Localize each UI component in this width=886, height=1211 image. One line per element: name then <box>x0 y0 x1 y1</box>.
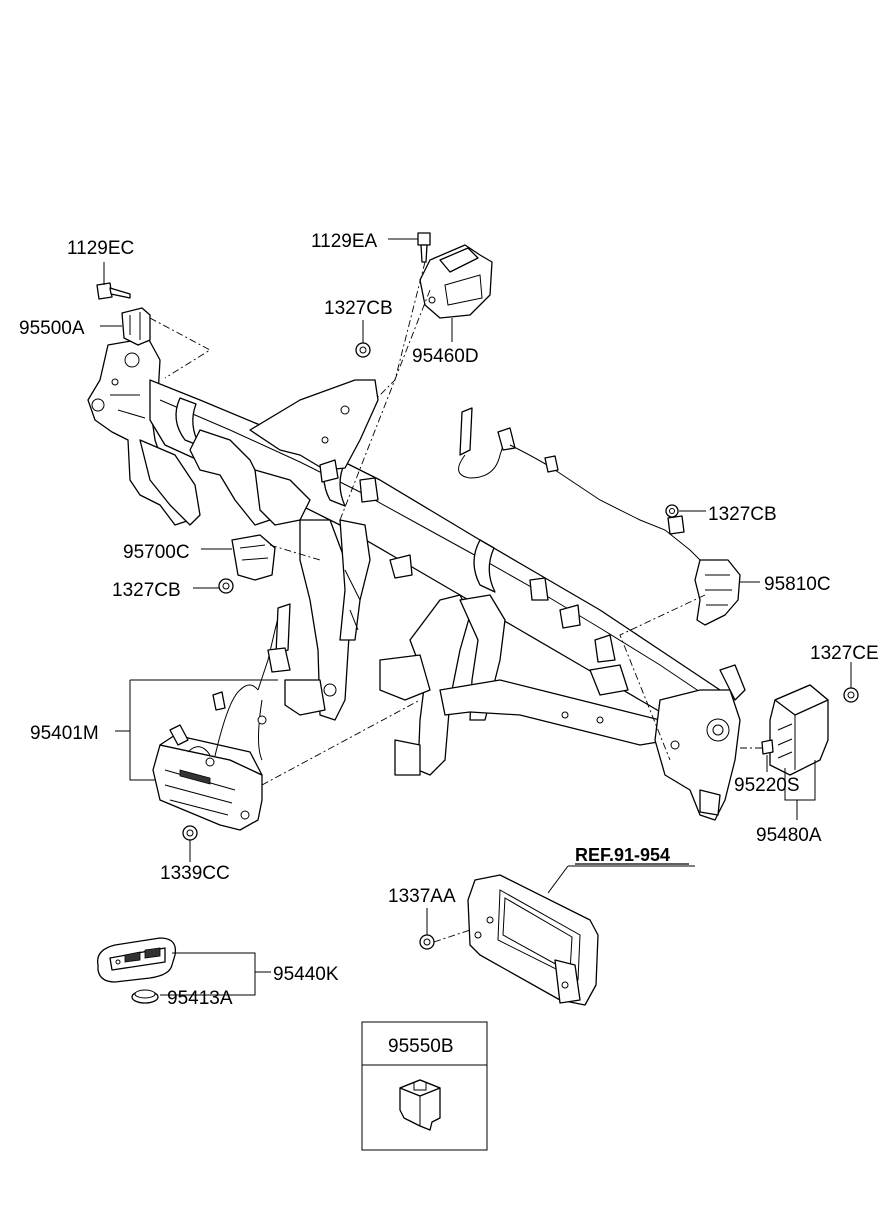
label-1327cb-left: 1327CB <box>112 580 181 601</box>
label-95220s: 95220S <box>734 775 800 796</box>
label-1327cb-right: 1327CB <box>708 504 777 525</box>
label-1129ec: 1129EC <box>67 238 134 259</box>
inset-box-95550b <box>361 1021 488 1151</box>
nut-1327cb-top <box>355 342 371 358</box>
bolt-1129ea <box>417 232 431 263</box>
label-95810c: 95810C <box>764 574 831 595</box>
module-95460d <box>419 244 493 319</box>
label-1327ce: 1327CE <box>810 643 879 664</box>
label-95460d: 95460D <box>412 346 479 367</box>
clip-95220s <box>761 739 774 755</box>
nut-1327cb-right <box>665 504 679 518</box>
label-95480a: 95480A <box>756 825 822 846</box>
bolt-1129ec <box>96 282 131 300</box>
label-1337aa: 1337AA <box>388 886 456 907</box>
label-95440k: 95440K <box>273 964 339 985</box>
nut-1327cb-left <box>218 578 234 594</box>
label-95413a: 95413A <box>167 988 233 1009</box>
smart-key-95440k <box>96 937 177 983</box>
label-1339cc: 1339CC <box>160 863 230 884</box>
label-1327cb-top: 1327CB <box>324 298 393 319</box>
label-reference: REF.91-954 <box>575 845 670 865</box>
label-95401m: 95401M <box>30 723 99 744</box>
bracket-95700c <box>231 534 276 581</box>
label-95550b: 95550B <box>388 1036 454 1057</box>
nut-1339cc <box>182 825 198 841</box>
label-95500a: 95500A <box>19 318 85 339</box>
module-95480a <box>769 684 829 776</box>
label-95700c: 95700C <box>123 542 190 563</box>
battery-95413a <box>131 989 159 1004</box>
nut-1337aa <box>419 934 435 950</box>
bracket-95500a <box>121 307 151 346</box>
label-1129ea: 1129EA <box>311 231 378 252</box>
nut-1327ce <box>843 687 859 703</box>
cowl-crossmember-frame <box>87 337 746 821</box>
unit-95401m <box>152 603 291 831</box>
bracket-ref-91-954 <box>467 874 599 1006</box>
antenna-harness-95810c <box>458 407 741 626</box>
